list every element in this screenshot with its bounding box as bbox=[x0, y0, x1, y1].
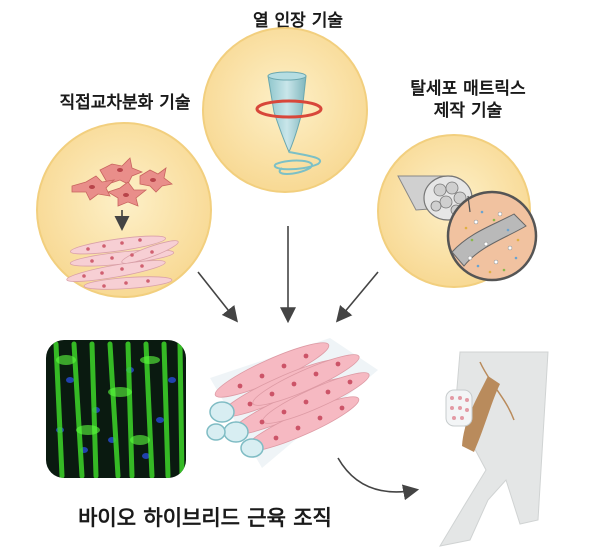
animal-leg-icon bbox=[438, 351, 549, 547]
arrow-from-right bbox=[335, 271, 379, 323]
direct-reprogramming-title: 직접교차분화 기술 bbox=[59, 93, 191, 113]
arrow-from-left bbox=[197, 271, 238, 323]
cell-differentiation-icon bbox=[36, 122, 212, 298]
fluorescence-image bbox=[46, 340, 186, 478]
muscle-fiber-bundle-icon bbox=[206, 338, 378, 468]
biohybrid-muscle-title: 바이오 하이브리드 근육 조직 bbox=[78, 506, 332, 530]
thermal-drawing-icon bbox=[202, 27, 368, 193]
process-arrows bbox=[197, 226, 420, 501]
arrow-to-leg bbox=[337, 457, 420, 501]
decellularized-matrix-title: 탈세포 매트릭스 제작 기술 bbox=[378, 78, 558, 122]
decellularized-matrix-title-line2: 제작 기술 bbox=[433, 101, 503, 121]
decellularized-matrix-title-line1: 탈세포 매트릭스 bbox=[410, 79, 526, 99]
decellularized-matrix-icon bbox=[377, 134, 538, 288]
thermal-drawing-title: 열 인장 기술 bbox=[252, 11, 344, 31]
